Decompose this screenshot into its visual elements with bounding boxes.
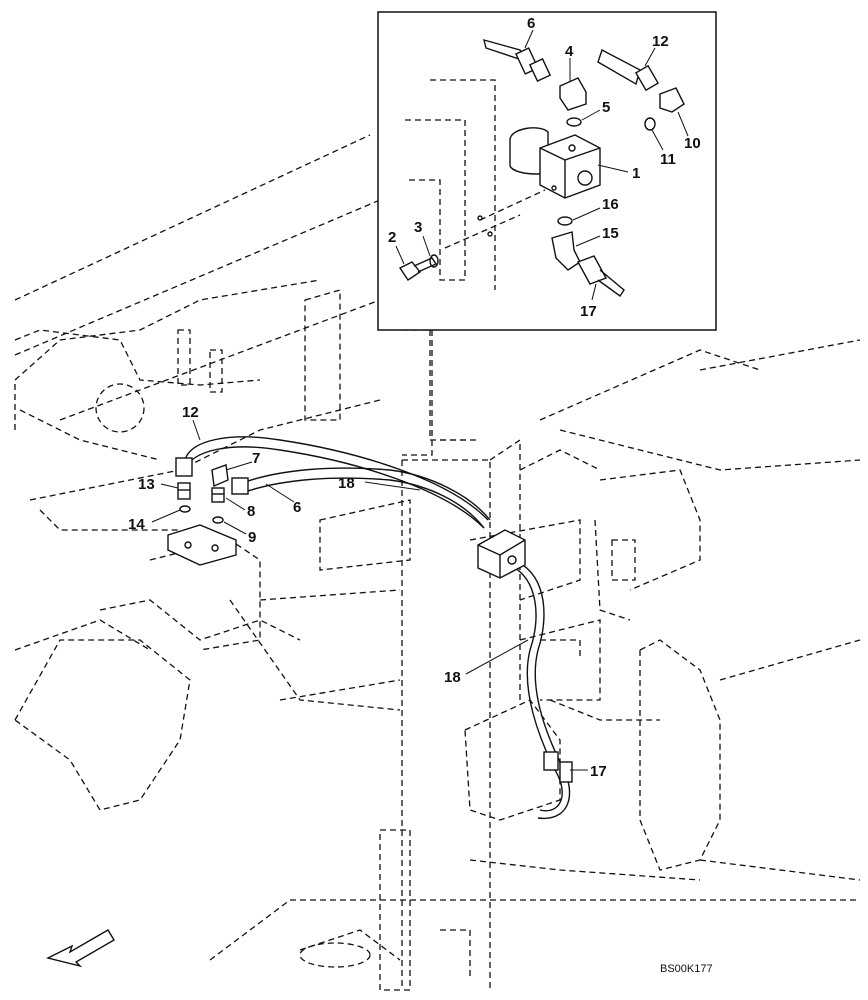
- callout-inset-15: 15: [602, 225, 619, 242]
- callout-inset-11: 11: [660, 151, 676, 168]
- callout-inset-4: 4: [565, 43, 574, 60]
- fitting-6-end: [231, 477, 249, 495]
- callout-inset-12: 12: [652, 33, 669, 50]
- callout-main-18b: 18: [444, 669, 461, 686]
- mount-pad: [167, 524, 237, 566]
- callout-inset-5: 5: [602, 99, 610, 116]
- oring-14-main: [179, 505, 191, 513]
- solenoid-valve-installed: [477, 529, 526, 579]
- callout-main-12: 12: [182, 404, 199, 421]
- callout-main-13: 13: [138, 476, 155, 493]
- callout-inset-10: 10: [684, 135, 701, 152]
- inset-detail-box: [377, 11, 717, 331]
- fitting-8-main: [211, 487, 225, 503]
- inset-callout-labels: 6 4 12 5 10 11 1 16 3 2 15 17: [388, 15, 701, 320]
- callout-main-7: 7: [252, 450, 260, 467]
- callout-inset-3: 3: [414, 219, 422, 236]
- fitting-7-main: [211, 464, 229, 488]
- fitting-12-end: [175, 457, 193, 477]
- oring-9-main: [212, 516, 224, 524]
- main-callout-labels: 12 7 13 18 8 6 14 9 18 17: [128, 404, 607, 780]
- callout-main-14: 14: [128, 516, 145, 533]
- hose-12-main: [184, 436, 489, 529]
- callout-main-9: 9: [248, 529, 256, 546]
- leader-lines: [151, 29, 689, 771]
- callout-main-6: 6: [293, 499, 301, 516]
- fitting-13-main: [177, 482, 191, 500]
- callout-main-18a: 18: [338, 475, 355, 492]
- direction-arrow-icon: [45, 929, 115, 968]
- callout-inset-17: 17: [580, 303, 597, 320]
- fitting-17-main: [543, 751, 573, 783]
- callout-main-8: 8: [247, 503, 255, 520]
- callout-inset-2: 2: [388, 229, 396, 246]
- callout-inset-16: 16: [602, 196, 619, 213]
- hose-6-main: [244, 467, 491, 529]
- valve-bracket-tower: [401, 438, 561, 990]
- drawing-code: BS00K177: [660, 963, 713, 975]
- callout-inset-6: 6: [527, 15, 535, 32]
- callout-inset-1: 1: [632, 165, 640, 182]
- callout-main-17: 17: [590, 763, 607, 780]
